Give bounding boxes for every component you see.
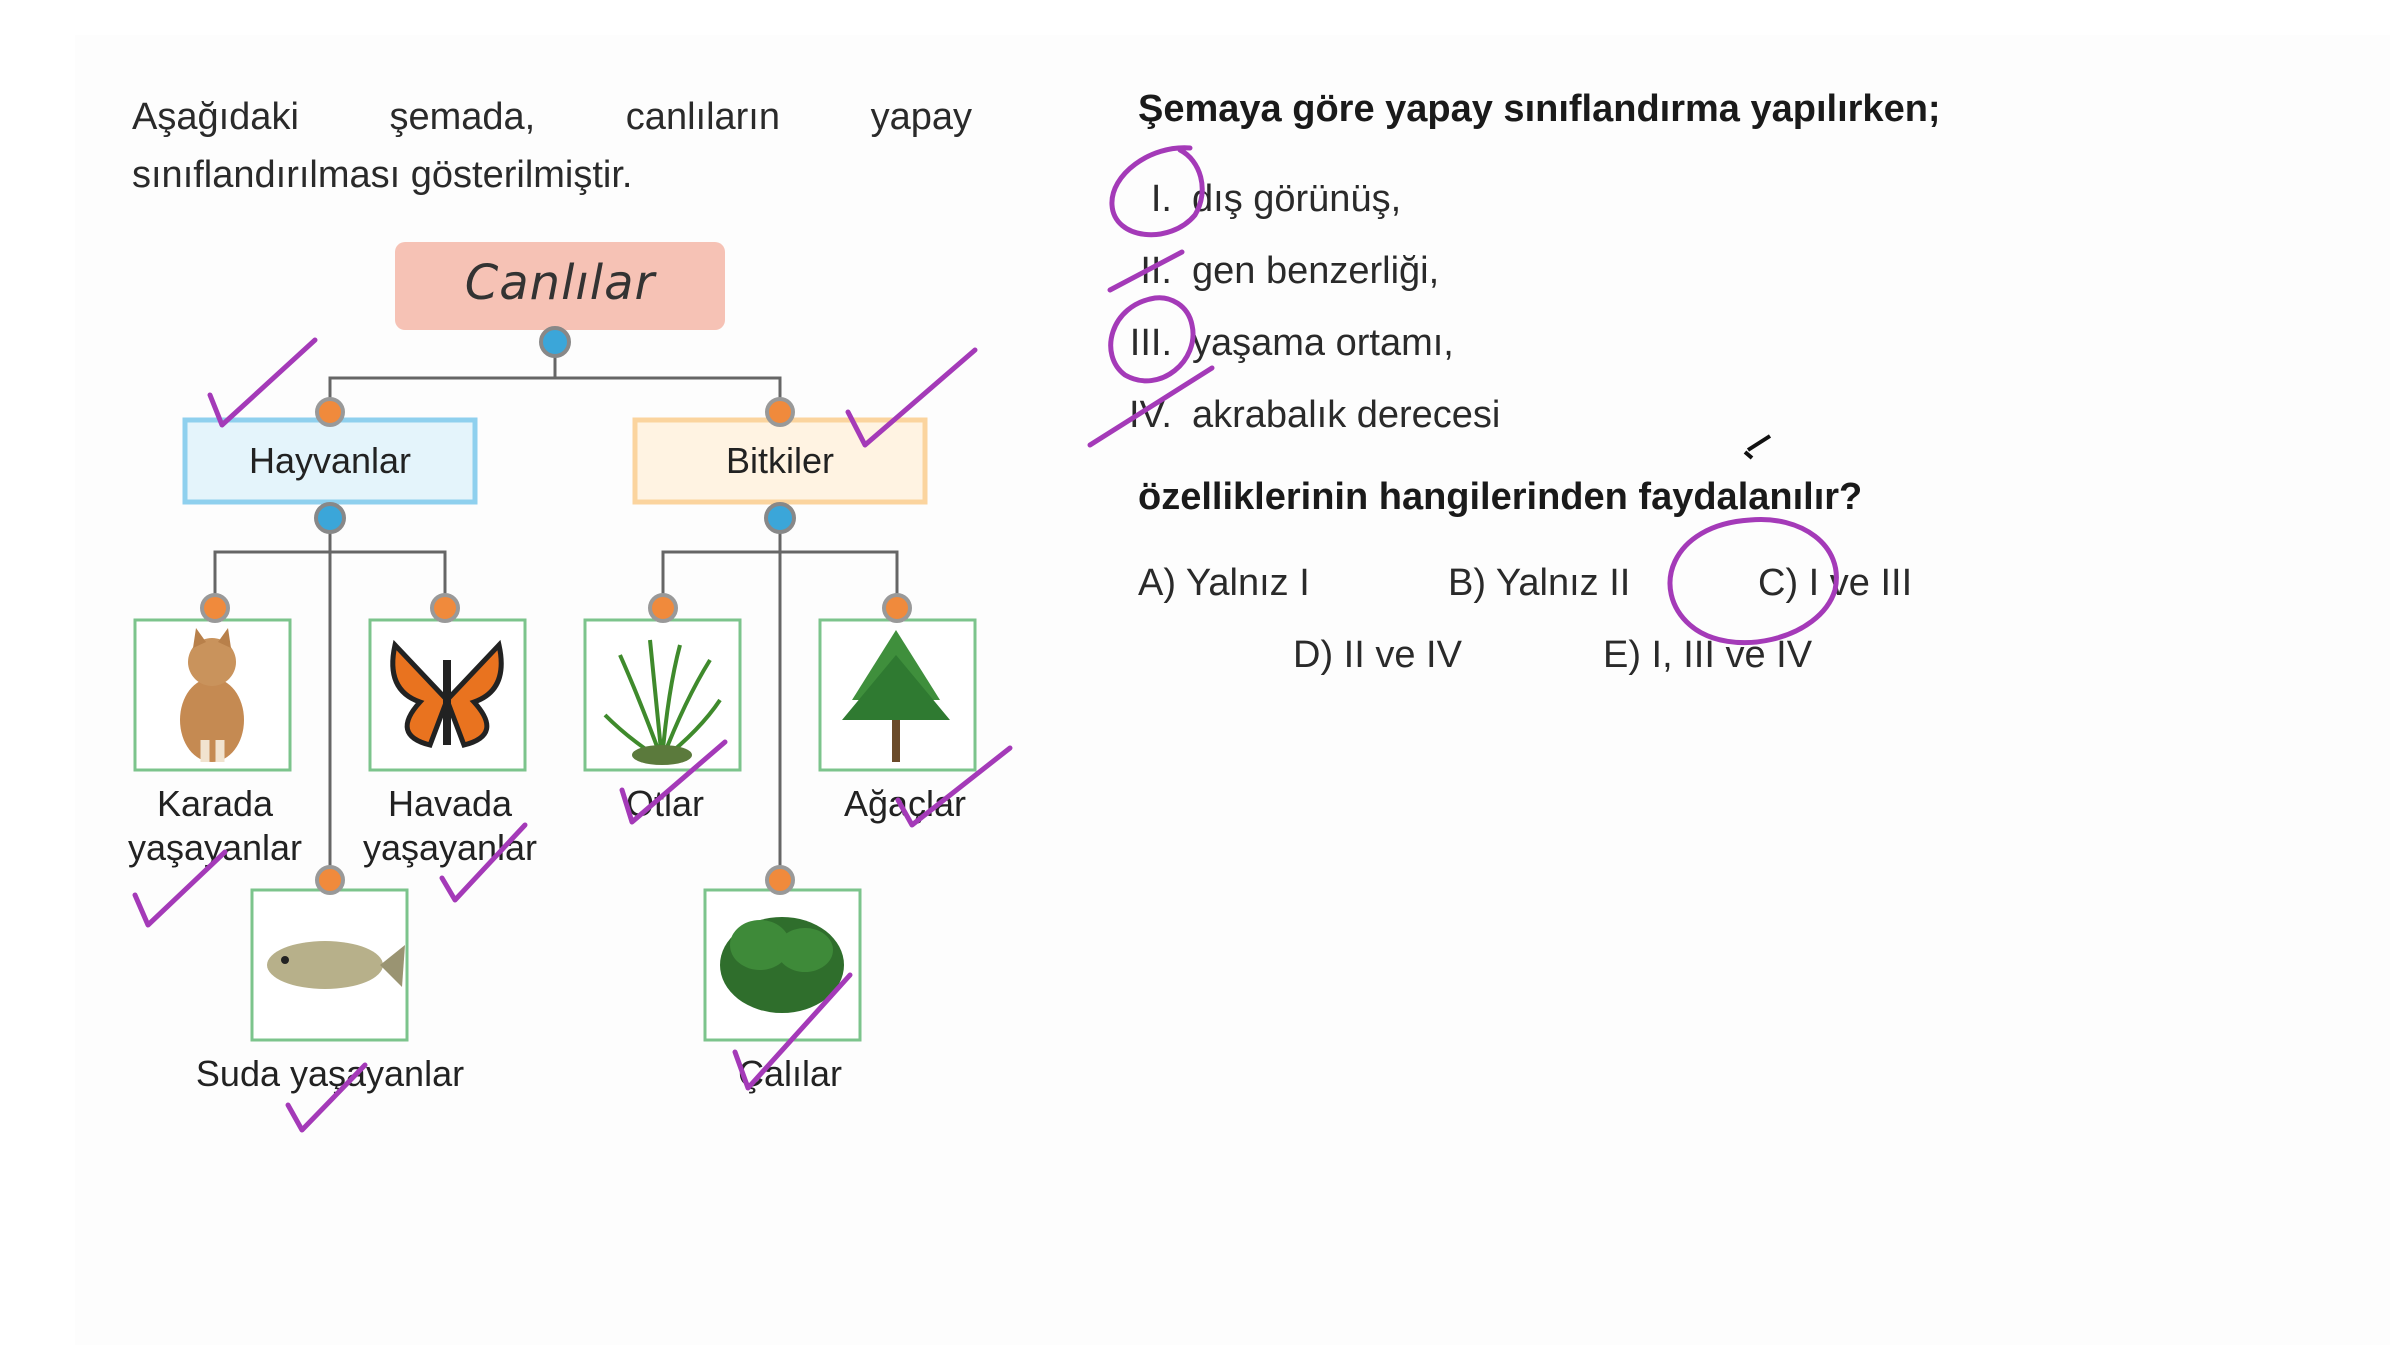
bitkiler-dot <box>764 502 796 534</box>
orange-dot <box>765 865 795 895</box>
intro-text: Aşağıdaki şemada, canlıların yapay sınıf… <box>132 96 972 196</box>
karada-label: Karada yaşayanlar <box>127 783 303 868</box>
cat-image <box>180 628 244 762</box>
question-tail: özelliklerinin hangilerinden faydalanılı… <box>1138 476 1863 518</box>
statement-text: yaşama ortamı, <box>1192 322 1454 364</box>
orange-dot <box>882 593 912 623</box>
statement-number: IV. <box>1129 394 1172 436</box>
butterfly-image <box>390 639 504 748</box>
option-b[interactable]: B) Yalnız II <box>1448 562 1631 604</box>
fish-image <box>267 941 405 989</box>
statement-number: III. <box>1129 322 1172 364</box>
option-d[interactable]: D) II ve IV <box>1293 634 1462 676</box>
statement-number: I. <box>1150 178 1172 220</box>
orange-dot <box>200 593 230 623</box>
tree-image <box>842 630 950 762</box>
orange-connector-dots <box>200 397 912 895</box>
option-a[interactable]: A) Yalnız I <box>1138 562 1310 604</box>
option-c[interactable]: C) I ve III <box>1758 562 1913 604</box>
statement-text: akrabalık derecesi <box>1192 394 1501 436</box>
hayvanlar-label: Hayvanlar <box>248 440 412 481</box>
question-heading: Şemaya göre yapay sınıflandırma yapılırk… <box>1138 88 1941 130</box>
statement-4: IV. akrabalık derecesi <box>1110 394 1500 437</box>
hayvanlar-dot <box>314 502 346 534</box>
statement-1: I. dış görünüş, <box>1110 178 1401 221</box>
orange-dot <box>315 865 345 895</box>
statement-2: II. gen benzerliği, <box>1110 250 1439 293</box>
bush-image <box>720 917 844 1013</box>
bitkiler-label: Bitkiler <box>725 440 835 481</box>
otlar-label: Otlar <box>625 783 704 824</box>
agaclar-label: Ağaçlar <box>843 783 967 824</box>
root-dot <box>539 326 571 358</box>
havada-label: Havada yaşayanlar <box>362 783 538 868</box>
orange-dot <box>430 593 460 623</box>
statement-3: III. yaşama ortamı, <box>1110 322 1454 365</box>
orange-dot <box>315 397 345 427</box>
option-e[interactable]: E) I, III ve IV <box>1603 634 1813 676</box>
orange-dot <box>648 593 678 623</box>
calilar-label: Çalılar <box>737 1053 843 1094</box>
root-label: Canlılar <box>464 255 656 311</box>
statement-text: dış görünüş, <box>1192 178 1402 220</box>
blue-connector-dots <box>314 326 796 534</box>
statement-number: II. <box>1140 250 1172 292</box>
statement-text: gen benzerliği, <box>1192 250 1440 292</box>
orange-dot <box>765 397 795 427</box>
suda-label: Suda yaşayanlar <box>195 1053 465 1094</box>
root-box <box>395 242 725 330</box>
